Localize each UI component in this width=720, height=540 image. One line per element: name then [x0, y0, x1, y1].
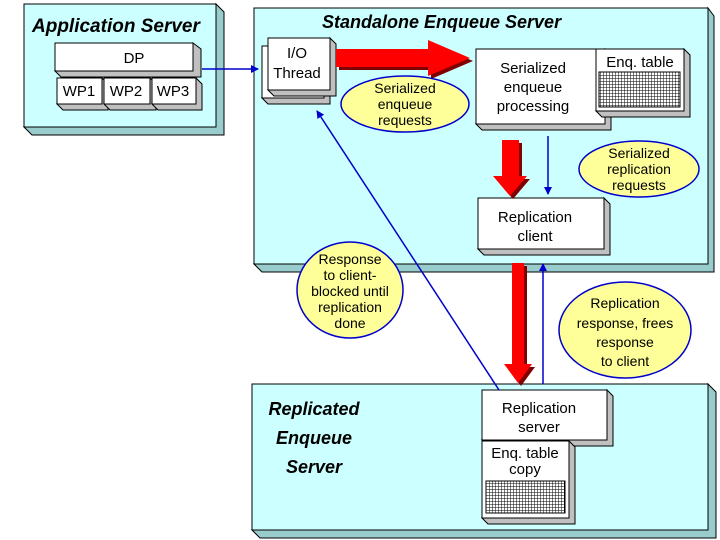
processing-label-3: processing	[497, 98, 570, 115]
bubble-replication-response: Replication response, frees response to …	[558, 281, 692, 379]
replication-server-label-1: Replication	[502, 400, 576, 417]
wp2-box: WP2	[102, 76, 157, 111]
application-server-title: Application Server	[31, 16, 201, 37]
connector-server-to-io	[316, 110, 500, 391]
wp1-box: WP1	[55, 76, 109, 111]
processing-label-2: enqueue	[504, 79, 562, 96]
replication-server-label-2: server	[518, 419, 560, 436]
bubble-4-line-1: Replication	[590, 295, 659, 311]
io-thread-label-1: I/O	[287, 45, 307, 62]
standalone-server-title: Standalone Enqueue Server	[322, 12, 562, 32]
enq-table-grid	[598, 71, 681, 108]
bubble-serialized-enqueue-requests: Serialized enqueue requests	[340, 75, 470, 133]
bubble-2-line-1: Serialized	[608, 145, 669, 161]
io-thread-box: I/O Thread	[260, 36, 337, 105]
enq-table-copy-grid	[485, 480, 566, 514]
bubble-3-line-1: Response	[318, 251, 381, 267]
replicated-enqueue-server-panel: Replicated Enqueue Server	[250, 382, 717, 539]
bubble-serialized-replication-requests: Serialized replication requests	[578, 140, 700, 198]
red-arrow-io-to-processing	[336, 40, 473, 79]
bubble-1-line-1: Serialized	[374, 80, 435, 96]
dp-label: DP	[124, 50, 145, 67]
bubble-4-line-4: to client	[601, 353, 649, 369]
enq-table-copy-label-1: Enq. table	[491, 445, 559, 462]
enq-table-copy-box: Enq. table copy	[480, 439, 576, 525]
replication-client-label-2: client	[517, 228, 553, 245]
bubble-1-line-3: requests	[378, 112, 432, 128]
bubble-2-line-3: requests	[612, 177, 666, 193]
red-arrow-processing-to-client	[493, 140, 530, 199]
replicated-server-title-1: Replicated	[268, 399, 360, 419]
replication-client-label-1: Replication	[498, 209, 572, 226]
dp-box: DP	[53, 42, 202, 78]
io-thread-label-2: Thread	[273, 65, 321, 82]
bubble-3-line-3: blocked until	[311, 283, 389, 299]
replicated-server-title-3: Server	[286, 457, 343, 477]
enq-table-label: Enq. table	[606, 54, 674, 71]
bubble-1-line-2: enqueue	[378, 96, 433, 112]
bubble-response-blocked: Response to client- blocked until replic…	[296, 241, 404, 339]
wp1-label: WP1	[63, 83, 96, 100]
bubble-3-line-2: to client-	[324, 267, 377, 283]
wp3-box: WP3	[150, 76, 203, 111]
bubble-4-line-3: response	[596, 334, 654, 350]
enq-table-box: Enq. table	[594, 47, 691, 118]
bubble-3-line-4: replication	[318, 299, 382, 315]
enq-table-copy-label-2: copy	[509, 461, 541, 478]
bubble-4-line-2: response, frees	[577, 315, 674, 331]
wp3-label: WP3	[157, 83, 190, 100]
processing-label-1: Serialized	[500, 60, 566, 77]
serialized-enqueue-processing-box: Serialized enqueue processing	[474, 47, 612, 131]
red-arrow-client-to-server	[504, 263, 535, 386]
replication-server-box: Replication server	[480, 388, 614, 447]
bubble-2-line-2: replication	[607, 161, 671, 177]
wp2-label: WP2	[110, 83, 143, 100]
replication-client-box: Replication client	[476, 196, 611, 256]
replicated-server-title-2: Enqueue	[276, 428, 352, 448]
bubble-3-line-5: done	[334, 315, 365, 331]
